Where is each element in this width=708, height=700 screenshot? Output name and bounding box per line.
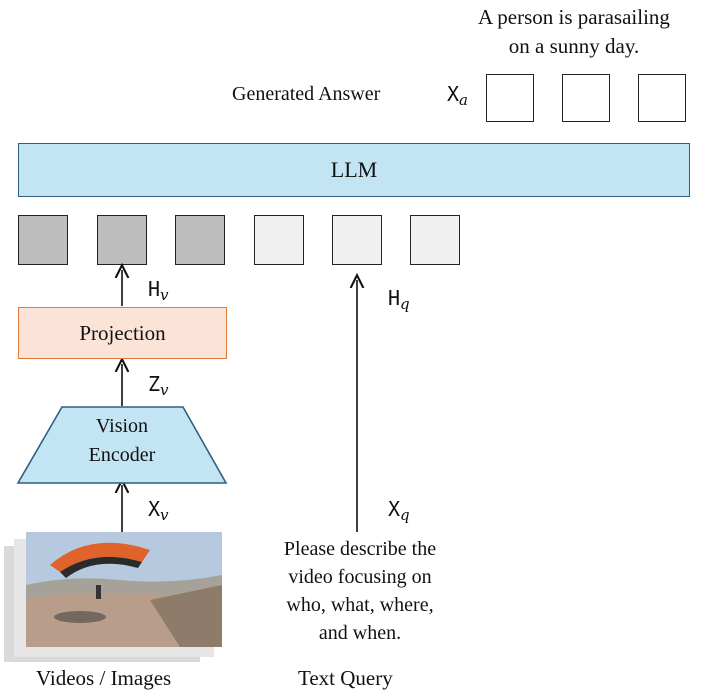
zv-label: Zv bbox=[148, 372, 169, 399]
visual-token-3 bbox=[175, 215, 225, 265]
zv-main: Z bbox=[148, 372, 161, 396]
videos-images-caption: Videos / Images bbox=[36, 666, 172, 690]
encoder-line-2: Encoder bbox=[88, 444, 156, 466]
query-line-2: video focusing on bbox=[288, 566, 432, 588]
generated-answer-label: Generated Answer bbox=[232, 83, 381, 105]
generated-answer-text: A person is parasailing on a sunny day. bbox=[440, 3, 708, 61]
video-frame-image bbox=[26, 532, 222, 647]
hq-main: H bbox=[388, 286, 401, 310]
text-query-content: Please describe the video focusing on wh… bbox=[245, 535, 475, 647]
xa-sub: a bbox=[459, 91, 468, 109]
query-token-1 bbox=[254, 215, 304, 265]
xa-variable: Xa bbox=[447, 82, 468, 109]
xq-label: Xq bbox=[388, 497, 410, 524]
query-token-3 bbox=[410, 215, 460, 265]
query-line-4: and when. bbox=[318, 622, 402, 644]
visual-token-1 bbox=[18, 215, 68, 265]
hq-label: Hq bbox=[388, 286, 410, 313]
hv-main: H bbox=[148, 277, 161, 301]
xv-main: X bbox=[148, 497, 161, 521]
hv-label: Hv bbox=[148, 277, 169, 304]
vision-encoder-shape bbox=[16, 406, 228, 484]
visual-token-2 bbox=[97, 215, 147, 265]
query-token-2 bbox=[332, 215, 382, 265]
query-line-3: who, what, where, bbox=[286, 594, 434, 616]
projection-label: Projection bbox=[79, 320, 166, 345]
answer-line-2: on a sunny day. bbox=[508, 34, 640, 58]
hq-sub: q bbox=[400, 295, 410, 313]
answer-token-3 bbox=[638, 74, 686, 122]
llm-block: LLM bbox=[18, 143, 690, 197]
xq-main: X bbox=[388, 497, 401, 521]
text-query-caption: Text Query bbox=[298, 666, 393, 690]
hv-sub: v bbox=[160, 286, 169, 304]
answer-token-1 bbox=[486, 74, 534, 122]
xv-sub: v bbox=[160, 506, 169, 524]
xq-sub: q bbox=[400, 506, 410, 524]
encoder-line-1: Vision bbox=[95, 415, 149, 437]
zv-sub: v bbox=[160, 381, 169, 399]
answer-line-1: A person is parasailing bbox=[478, 5, 670, 29]
xa-main: X bbox=[447, 82, 460, 106]
vision-encoder-label: Vision Encoder bbox=[20, 412, 224, 470]
llm-label: LLM bbox=[330, 157, 378, 182]
projection-block: Projection bbox=[18, 307, 227, 359]
query-line-1: Please describe the bbox=[283, 538, 437, 560]
answer-token-2 bbox=[562, 74, 610, 122]
xv-label: Xv bbox=[148, 497, 169, 524]
